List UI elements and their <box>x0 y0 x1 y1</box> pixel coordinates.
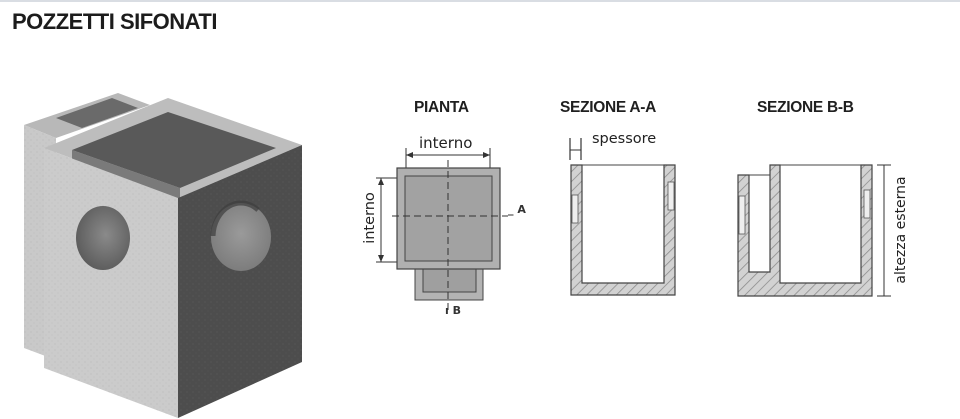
pipe-hole-front <box>76 206 130 270</box>
altezza-esterna-label: altezza esterna <box>893 176 909 284</box>
section-b-heading: SEZIONE B-B <box>757 99 854 116</box>
pipe-hole-side <box>211 203 271 271</box>
top-divider <box>0 0 960 2</box>
section-a-heading: SEZIONE A-A <box>560 99 657 116</box>
section-marker-b: ı B <box>445 304 461 317</box>
main-box <box>44 98 302 418</box>
section-b-view <box>737 164 891 297</box>
interno-horizontal-label: interno <box>419 134 473 152</box>
section-a-view <box>569 138 676 296</box>
plan-heading: PIANTA <box>414 99 469 116</box>
plan-view <box>376 148 508 310</box>
interno-vertical-label: interno <box>362 192 378 244</box>
spessore-label: spessore <box>592 131 657 147</box>
section-marker-a: _ A <box>508 203 526 216</box>
page-title: POZZETTI SIFONATI <box>12 9 217 34</box>
